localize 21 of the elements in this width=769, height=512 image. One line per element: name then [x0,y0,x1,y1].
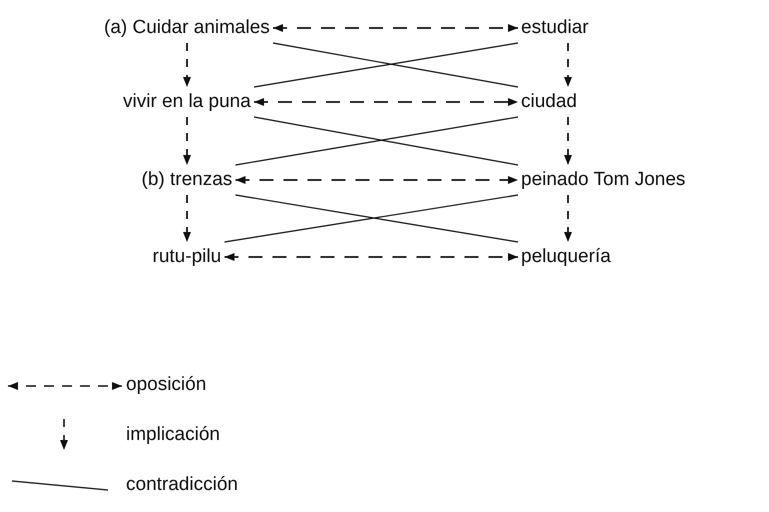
implication-arrow [183,195,191,242]
implication-arrow [564,43,572,87]
implication-arrow [564,117,572,165]
legend-label: implicación [126,424,220,446]
opposition-arrow [224,253,518,261]
term-label: peinado Tom Jones [521,169,686,191]
legend-label: oposición [126,374,206,396]
implication-arrow [564,195,572,242]
term-label: (b) trenzas [142,169,232,191]
opposition-arrow [236,176,518,184]
implication-arrow [183,43,191,87]
term-label: vivir en la puna [123,91,251,113]
opposition-arrow [254,98,518,106]
term-label: ciudad [521,91,577,113]
term-label: rutu-pilu [152,246,222,268]
opposition-arrow [273,24,518,32]
legend-label: contradicción [126,474,238,496]
term-label: peluquería [521,246,611,268]
term-label: estudiar [521,17,589,39]
implication-arrow [183,117,191,165]
term-label: (a) Cuidar animales [104,17,270,39]
